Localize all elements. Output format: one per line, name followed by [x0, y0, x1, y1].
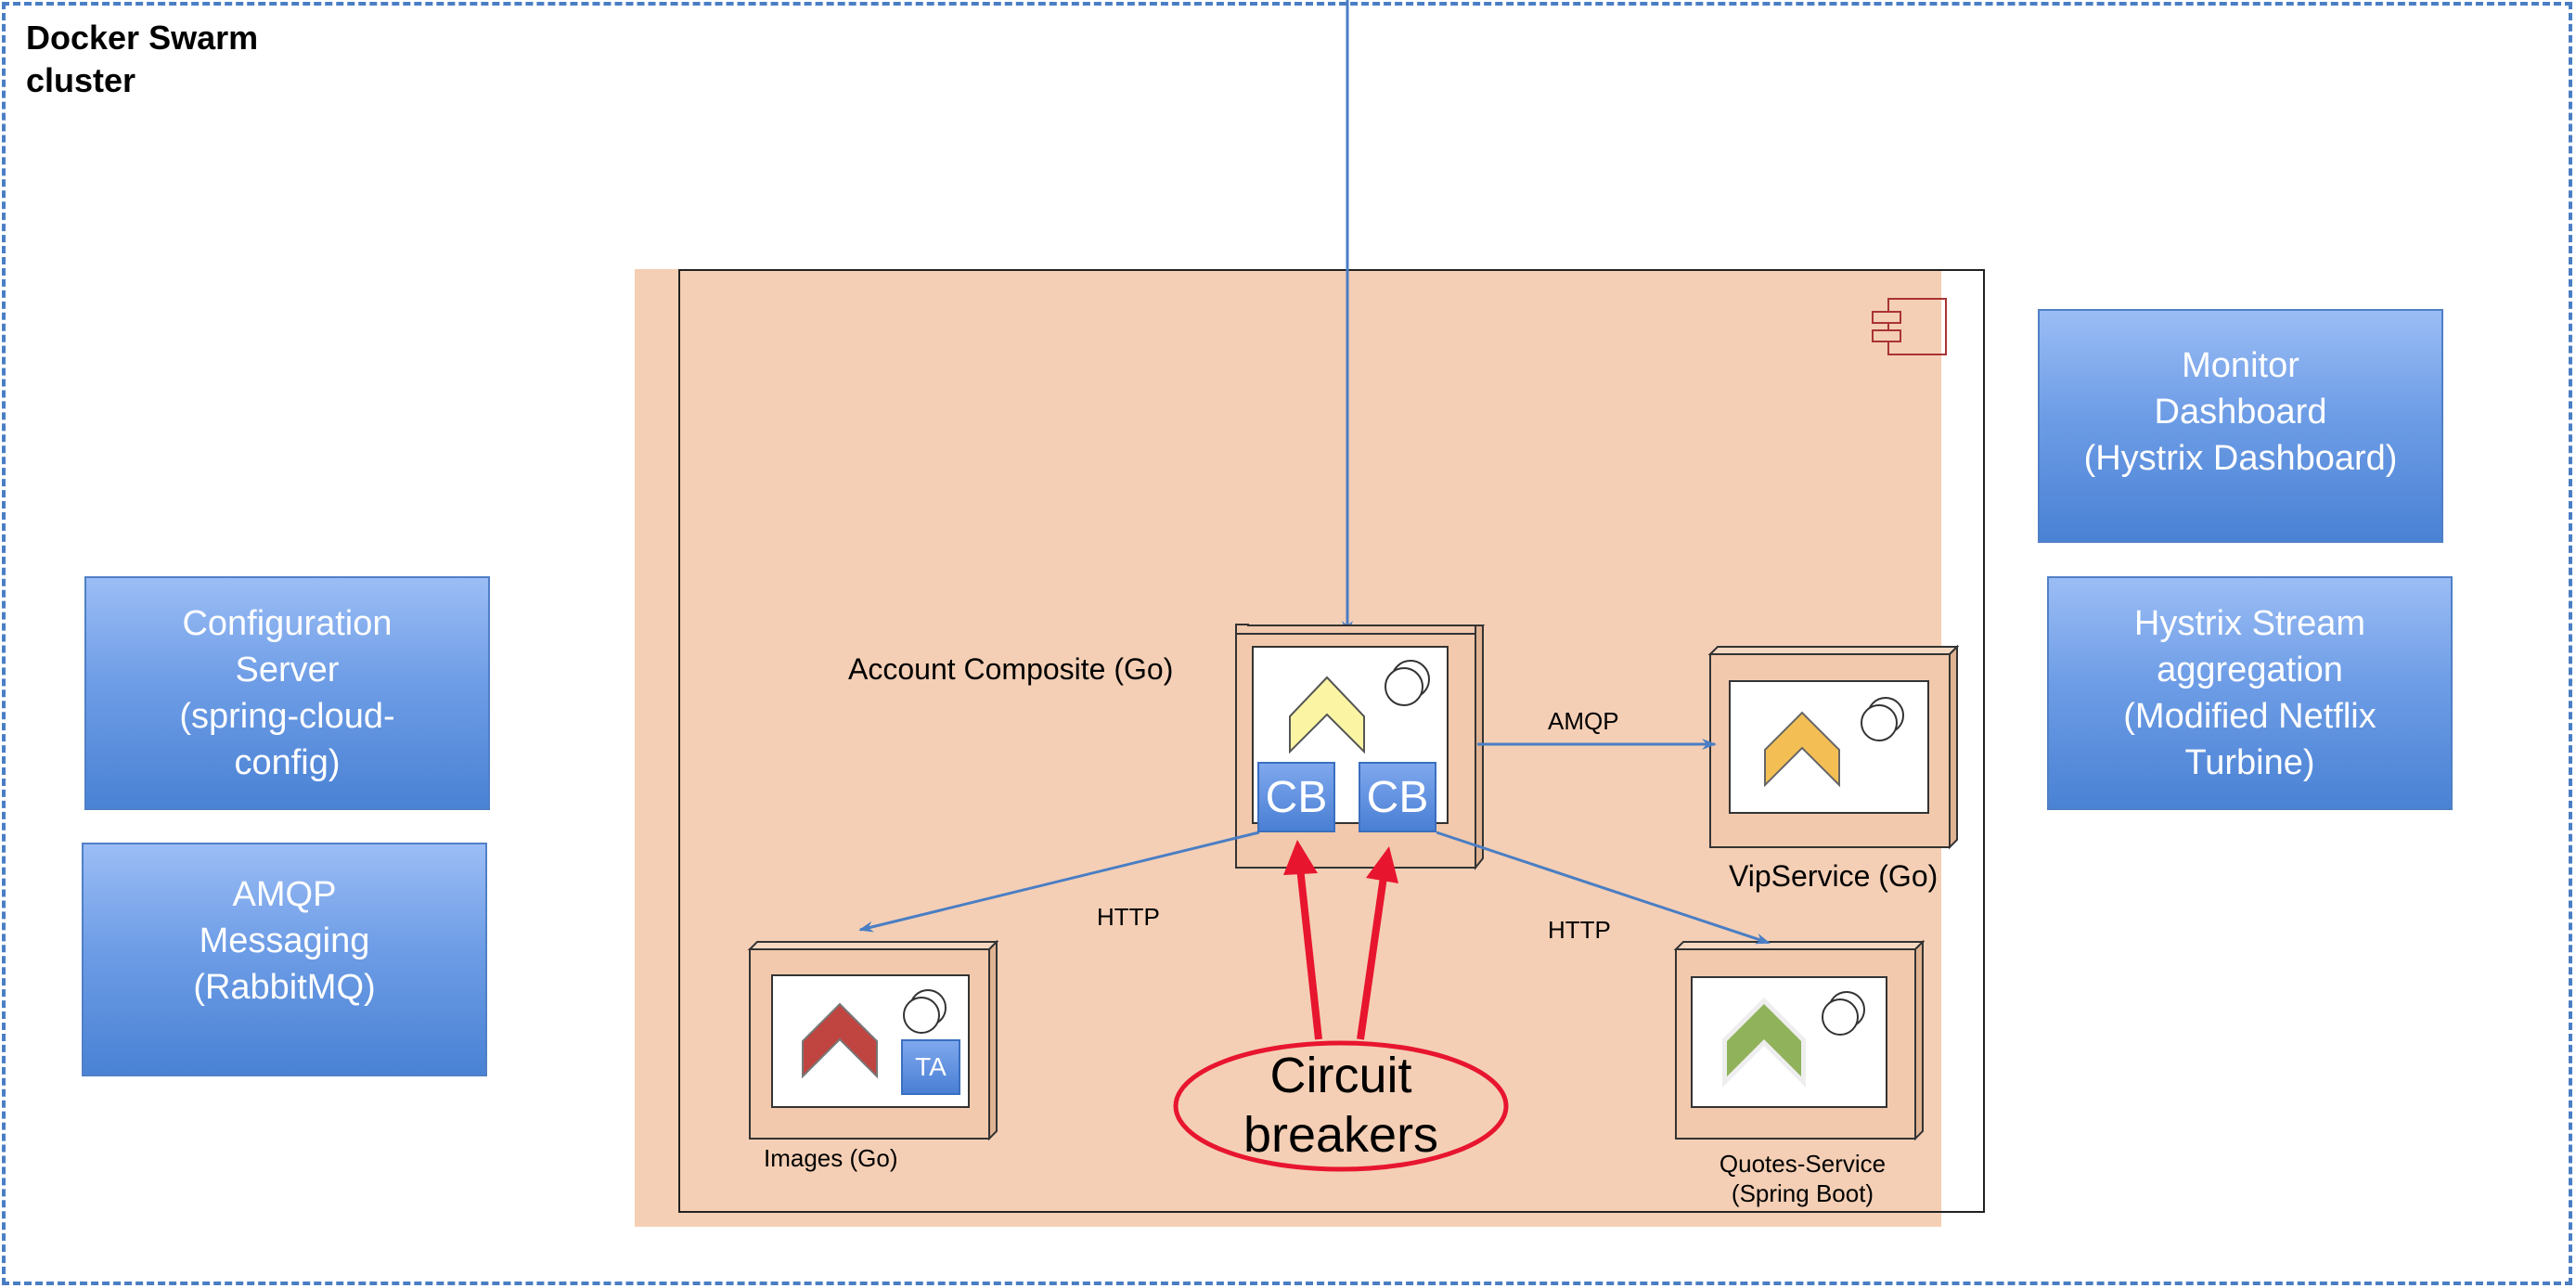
cluster-title-line1: Docker Swarm [26, 19, 259, 57]
component-frame [678, 269, 1985, 1213]
amqp-edge-label: AMQP [1548, 707, 1619, 735]
circuit-breaker-tag-right: CB [1359, 762, 1436, 832]
monitor-dashboard-box: Monitor Dashboard (Hystrix Dashboard) [2038, 309, 2443, 543]
quotes-service-icon [1727, 1004, 1801, 1076]
config-line: config) [234, 743, 341, 782]
vip-service-node [1707, 644, 1960, 850]
vip-service-icon [1764, 711, 1840, 788]
quotes-service-node [1673, 939, 1926, 1141]
config-line: Server [235, 650, 340, 689]
circuit-breakers-line2: breakers [1243, 1107, 1439, 1163]
account-composite-label: Account Composite (Go) [848, 652, 1174, 686]
http-edge-label-right: HTTP [1548, 916, 1611, 944]
http-arrow-images [858, 831, 1260, 933]
monitor-line: Monitor [2182, 346, 2299, 385]
hystrix-stream-aggregation-box: Hystrix Stream aggregation (Modified Net… [2047, 576, 2453, 810]
http-edge-label-left: HTTP [1097, 903, 1160, 931]
config-line: Configuration [182, 604, 393, 643]
amqp-line: (RabbitMQ) [193, 968, 376, 1007]
account-service-icon [1289, 676, 1365, 754]
cluster-title-line2: cluster [26, 61, 136, 99]
vip-service-label: VipService (Go) [1729, 859, 1938, 893]
quotes-label-line1: Quotes-Service [1719, 1150, 1887, 1178]
tracing-agent-tag: TA [901, 1039, 960, 1095]
quotes-label-line2: (Spring Boot) [1731, 1179, 1874, 1207]
monitor-line: Dashboard [2154, 393, 2327, 431]
turbine-line: aggregation [2157, 650, 2343, 689]
images-label: Images (Go) [764, 1144, 898, 1172]
config-line: (spring-cloud- [179, 697, 395, 736]
turbine-line: (Modified Netflix [2123, 697, 2376, 736]
quotes-service-label: Quotes-Service (Spring Boot) [1689, 1149, 1916, 1208]
http-arrow-quotes [1436, 831, 1771, 945]
images-service-icon [802, 1002, 878, 1079]
amqp-line: AMQP [232, 875, 337, 914]
cluster-title: Docker Swarm cluster [26, 17, 360, 102]
turbine-line: Turbine) [2184, 743, 2315, 782]
amqp-line: Messaging [199, 921, 370, 960]
circuit-breaker-tag-left: CB [1257, 762, 1335, 832]
configuration-server-box: Configuration Server (spring-cloud- conf… [84, 576, 490, 810]
monitor-line: (Hystrix Dashboard) [2083, 439, 2398, 478]
circuit-breakers-line1: Circuit [1269, 1048, 1412, 1103]
circuit-breakers-text: Circuit breakers [1206, 1046, 1475, 1165]
amqp-messaging-box: AMQP Messaging (RabbitMQ) [82, 843, 487, 1076]
turbine-line: Hystrix Stream [2133, 604, 2366, 643]
circuit-breakers-annotation [1173, 840, 1509, 1172]
component-icon [1872, 298, 1947, 355]
